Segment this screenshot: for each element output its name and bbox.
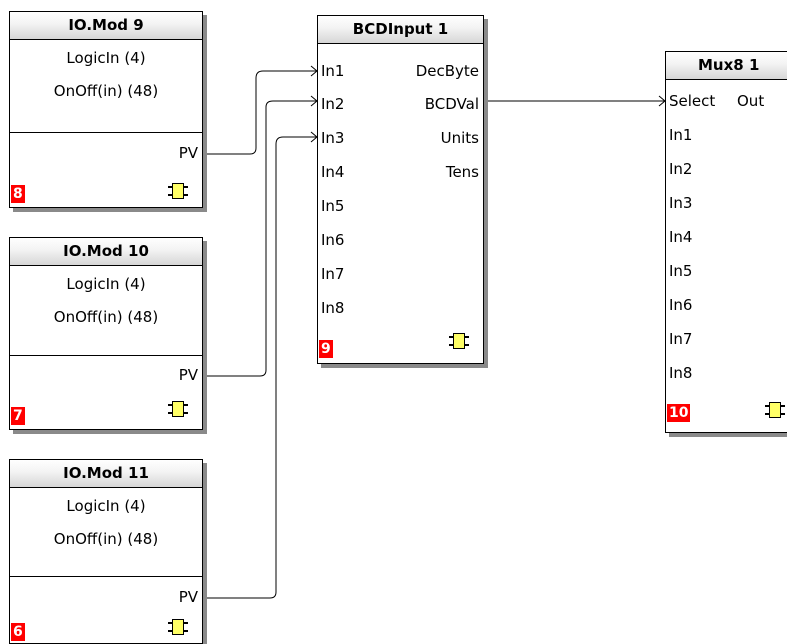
- function-block-chip-icon: [168, 619, 188, 635]
- mux8-1-block[interactable]: Mux8 1 Select Out In1 In2 In3 In4 In5 In…: [665, 51, 787, 433]
- function-block-chip-icon: [765, 402, 785, 418]
- output-pin-bcdval[interactable]: BCDVal: [424, 95, 479, 113]
- block-order-badge: 6: [11, 623, 25, 641]
- block-title: IO.Mod 9: [10, 12, 202, 40]
- wire-io9-pv-to-bcd-in1[interactable]: [203, 70, 317, 155]
- block-order-badge: 7: [11, 407, 25, 425]
- input-pin-in7[interactable]: In7: [669, 330, 693, 348]
- output-pin-tens[interactable]: Tens: [445, 163, 479, 181]
- input-pin-in6[interactable]: In6: [321, 231, 345, 249]
- io-mod-10-block[interactable]: IO.Mod 10 LogicIn (4) OnOff(in) (48) PV …: [9, 237, 203, 430]
- input-pin-in4[interactable]: In4: [321, 163, 345, 181]
- block-title: Mux8 1: [666, 52, 787, 80]
- input-pin-in5[interactable]: In5: [321, 197, 345, 215]
- block-order-badge: 9: [319, 340, 333, 358]
- input-pin-in7[interactable]: In7: [321, 265, 345, 283]
- block-order-badge: 10: [667, 404, 691, 422]
- input-pin-in8[interactable]: In8: [669, 364, 693, 382]
- block-title: BCDInput 1: [318, 16, 483, 44]
- output-pin-pv[interactable]: PV: [178, 144, 198, 162]
- input-pin-select[interactable]: Select: [669, 92, 716, 110]
- block-type-label: LogicIn (4): [66, 275, 146, 293]
- output-pin-units[interactable]: Units: [440, 129, 479, 147]
- block-type-label: LogicIn (4): [66, 497, 146, 515]
- block-order-badge: 8: [11, 185, 25, 203]
- bcd-input-1-block[interactable]: BCDInput 1 In1 In2 In3 In4 In5 In6 In7 I…: [317, 15, 484, 364]
- output-pin-pv[interactable]: PV: [178, 588, 198, 606]
- input-pin-in2[interactable]: In2: [669, 160, 693, 178]
- input-pin-in1[interactable]: In1: [321, 62, 345, 80]
- input-pin-in2[interactable]: In2: [321, 95, 345, 113]
- input-pin-in8[interactable]: In8: [321, 299, 345, 317]
- input-pin-in5[interactable]: In5: [669, 262, 693, 280]
- output-pin-decbyte[interactable]: DecByte: [415, 62, 479, 80]
- io-mod-11-block[interactable]: IO.Mod 11 LogicIn (4) OnOff(in) (48) PV …: [9, 459, 203, 644]
- input-pin-in6[interactable]: In6: [669, 296, 693, 314]
- input-pin-in4[interactable]: In4: [669, 228, 693, 246]
- block-subtype-label: OnOff(in) (48): [53, 308, 159, 326]
- function-block-chip-icon: [168, 183, 188, 199]
- block-subtype-label: OnOff(in) (48): [53, 82, 159, 100]
- function-block-chip-icon: [168, 401, 188, 417]
- output-pin-pv[interactable]: PV: [178, 366, 198, 384]
- block-title: IO.Mod 11: [10, 460, 202, 488]
- block-subtype-label: OnOff(in) (48): [53, 530, 159, 548]
- output-pin-out[interactable]: Out: [737, 92, 765, 110]
- io-mod-9-block[interactable]: IO.Mod 9 LogicIn (4) OnOff(in) (48) PV 8: [9, 11, 203, 208]
- input-pin-in1[interactable]: In1: [669, 126, 693, 144]
- block-title: IO.Mod 10: [10, 238, 202, 266]
- wire-io10-pv-to-bcd-in2[interactable]: [203, 100, 317, 377]
- wire-io11-pv-to-bcd-in3[interactable]: [203, 136, 317, 599]
- block-type-label: LogicIn (4): [66, 49, 146, 67]
- input-pin-in3[interactable]: In3: [669, 194, 693, 212]
- function-block-chip-icon: [449, 333, 469, 349]
- input-pin-in3[interactable]: In3: [321, 129, 345, 147]
